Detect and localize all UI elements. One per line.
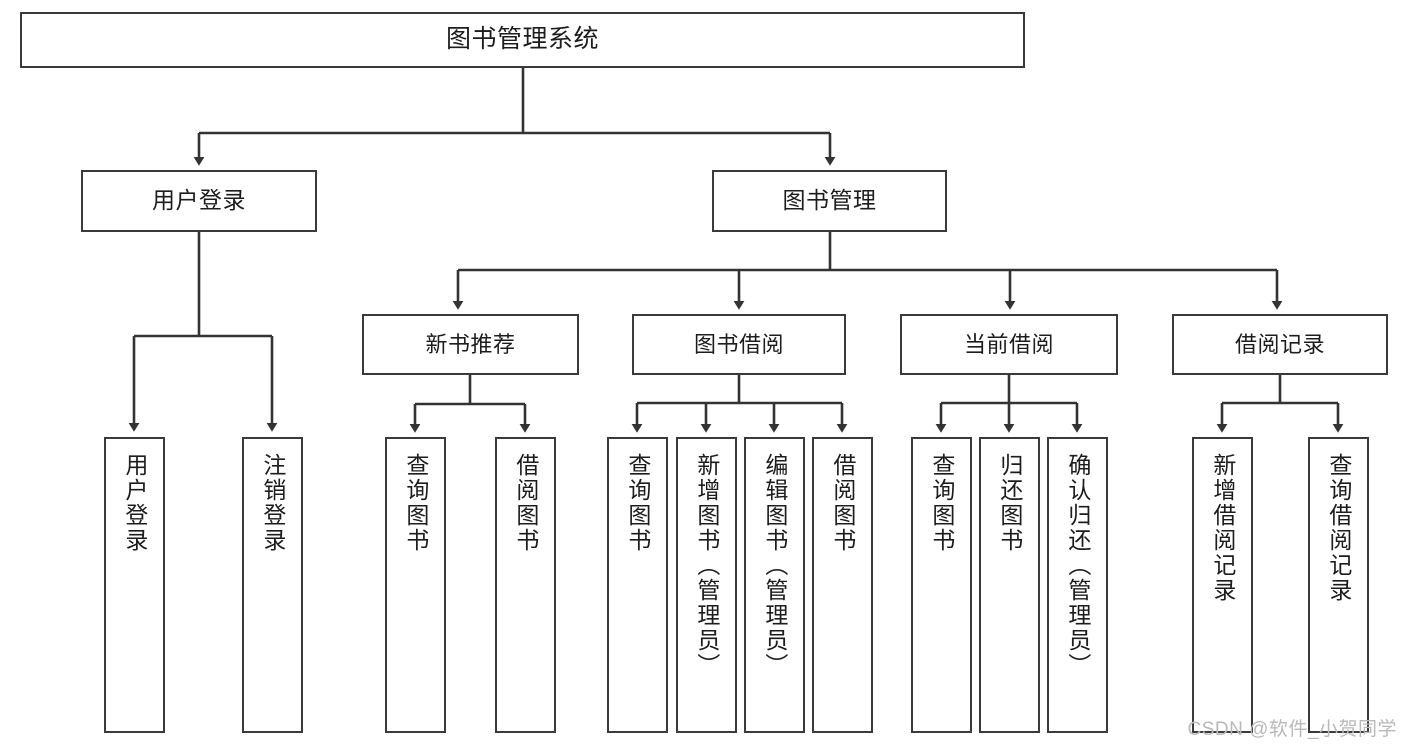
node-leaf-user-login[interactable]: 用户登录 <box>104 437 165 733</box>
node-label: 查询图书 <box>402 453 429 553</box>
node-label: 图书管理系统 <box>445 25 599 54</box>
node-user-login[interactable]: 用户登录 <box>81 170 317 232</box>
node-new-book-recommend[interactable]: 新书推荐 <box>362 314 579 375</box>
node-label: 查询图书 <box>624 453 651 553</box>
node-leaf-query-book-current[interactable]: 查询图书 <box>911 437 972 733</box>
watermark: CSDN @软件_小贺同学 <box>1187 719 1397 740</box>
node-label: 借阅图书 <box>512 453 539 553</box>
node-label: 查询图书 <box>928 453 955 553</box>
node-leaf-add-borrow-record[interactable]: 新增借阅记录 <box>1192 437 1253 733</box>
node-label: 用户登录 <box>152 187 246 214</box>
node-leaf-borrow-book[interactable]: 借阅图书 <box>812 437 873 733</box>
node-book-management[interactable]: 图书管理 <box>712 170 947 232</box>
node-label: 图书借阅 <box>693 331 784 357</box>
node-label: 编辑图书（管理员） <box>761 453 788 678</box>
node-book-borrow[interactable]: 图书借阅 <box>632 314 846 375</box>
node-label: 新增借阅记录 <box>1209 453 1236 603</box>
node-label: 新书推荐 <box>425 331 516 357</box>
node-leaf-logout-login[interactable]: 注销登录 <box>242 437 303 733</box>
node-leaf-query-book-borrow[interactable]: 查询图书 <box>607 437 668 733</box>
node-label: 用户登录 <box>121 453 148 553</box>
node-label: 图书管理 <box>782 187 877 214</box>
node-leaf-query-borrow-record[interactable]: 查询借阅记录 <box>1308 437 1369 733</box>
node-label: 查询借阅记录 <box>1325 453 1352 603</box>
node-label: 确认归还（管理员） <box>1064 453 1091 678</box>
node-current-borrow[interactable]: 当前借阅 <box>900 314 1118 375</box>
node-label: 新增图书（管理员） <box>693 453 720 678</box>
node-label: 当前借阅 <box>963 331 1054 357</box>
node-borrow-record[interactable]: 借阅记录 <box>1172 314 1388 375</box>
node-label: 注销登录 <box>259 453 286 553</box>
node-leaf-borrow-book-recommend[interactable]: 借阅图书 <box>495 437 556 733</box>
node-label: 归还图书 <box>996 453 1023 553</box>
node-leaf-confirm-return[interactable]: 确认归还（管理员） <box>1047 437 1108 733</box>
node-root-book-management-system[interactable]: 图书管理系统 <box>20 12 1025 68</box>
node-label: 借阅记录 <box>1234 331 1325 357</box>
node-label: 借阅图书 <box>829 453 856 553</box>
node-leaf-query-book-recommend[interactable]: 查询图书 <box>385 437 446 733</box>
node-leaf-add-book[interactable]: 新增图书（管理员） <box>676 437 737 733</box>
node-leaf-edit-book[interactable]: 编辑图书（管理员） <box>744 437 805 733</box>
node-leaf-return-book[interactable]: 归还图书 <box>979 437 1040 733</box>
